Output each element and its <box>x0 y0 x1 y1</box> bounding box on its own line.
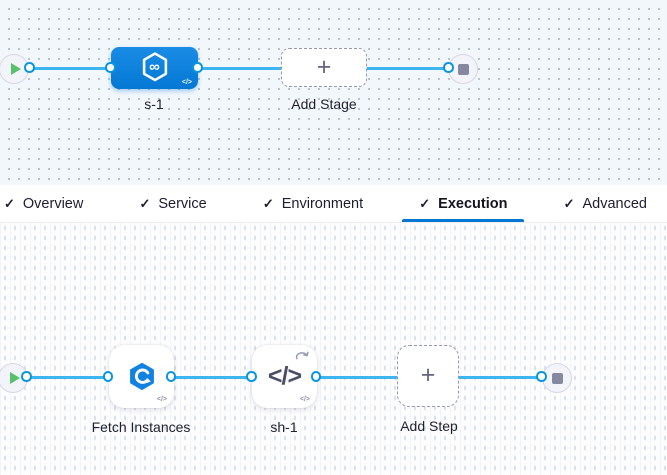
tab-label: Execution <box>438 195 508 212</box>
add-stage-label: Add Stage <box>291 96 357 112</box>
stage-in-port[interactable] <box>105 62 116 73</box>
tab-environment[interactable]: ✓ Environment <box>263 185 363 222</box>
tab-label: Overview <box>22 195 84 212</box>
check-icon: ✓ <box>139 195 151 211</box>
tab-label: Service <box>158 195 207 212</box>
step-node-sh1[interactable]: </> </> <box>252 345 317 408</box>
stop-icon <box>457 63 469 75</box>
infinity-icon: ∞ <box>149 58 160 76</box>
tab-advanced[interactable]: ✓ Advanced <box>564 185 647 222</box>
tab-service[interactable]: ✓ Service <box>139 185 206 222</box>
fetch-instances-icon <box>129 362 154 390</box>
step-out-port[interactable] <box>310 371 321 382</box>
end-in-port[interactable] <box>536 371 547 382</box>
tab-overview[interactable]: ✓ Overview <box>4 185 83 222</box>
play-icon <box>10 63 21 75</box>
step-label-sh1: sh-1 <box>270 419 298 435</box>
tab-label: Environment <box>281 195 364 212</box>
add-step-button[interactable]: + <box>397 345 459 407</box>
stage-config-tabbar: ✓ Overview ✓ Service ✓ Environment ✓ Exe… <box>0 185 667 223</box>
add-step-label: Add Step <box>400 418 458 434</box>
start-out-port[interactable] <box>21 371 32 382</box>
stage-label: s-1 <box>144 96 164 112</box>
step-out-port[interactable] <box>165 371 176 382</box>
step-node-fetch-instances[interactable]: </> <box>109 345 174 408</box>
tab-execution[interactable]: ✓ Execution <box>402 185 525 222</box>
check-icon: ✓ <box>4 195 15 211</box>
code-badge-icon: </> <box>299 396 310 403</box>
step-in-port[interactable] <box>246 371 257 382</box>
tab-label: Advanced <box>582 195 647 212</box>
code-badge-icon: </> <box>181 79 192 86</box>
stage-connector-line <box>28 66 450 70</box>
pipeline-stage-canvas[interactable]: ∞ </> + s-1 Add Stage <box>0 0 667 185</box>
step-label-fetch-instances: Fetch Instances <box>91 419 191 435</box>
start-out-port[interactable] <box>24 62 35 73</box>
stage-out-port[interactable] <box>192 62 203 73</box>
hexagon-icon <box>142 52 167 82</box>
play-icon <box>9 372 20 384</box>
looping-strategy-icon <box>295 351 309 360</box>
end-in-port[interactable] <box>443 62 454 73</box>
add-stage-button[interactable]: + <box>281 48 367 87</box>
execution-end-node <box>542 363 572 393</box>
shell-script-icon: </> <box>267 361 302 390</box>
stop-icon <box>551 372 563 384</box>
check-icon: ✓ <box>419 195 431 211</box>
check-icon: ✓ <box>262 195 274 211</box>
check-icon: ✓ <box>563 195 575 211</box>
execution-step-canvas[interactable]: </> </> </> + Fetch Instances sh-1 Add S… <box>0 223 667 475</box>
step-in-port[interactable] <box>102 371 113 382</box>
code-badge-icon: </> <box>156 396 167 403</box>
stage-node-s1[interactable]: ∞ </> <box>111 47 198 89</box>
